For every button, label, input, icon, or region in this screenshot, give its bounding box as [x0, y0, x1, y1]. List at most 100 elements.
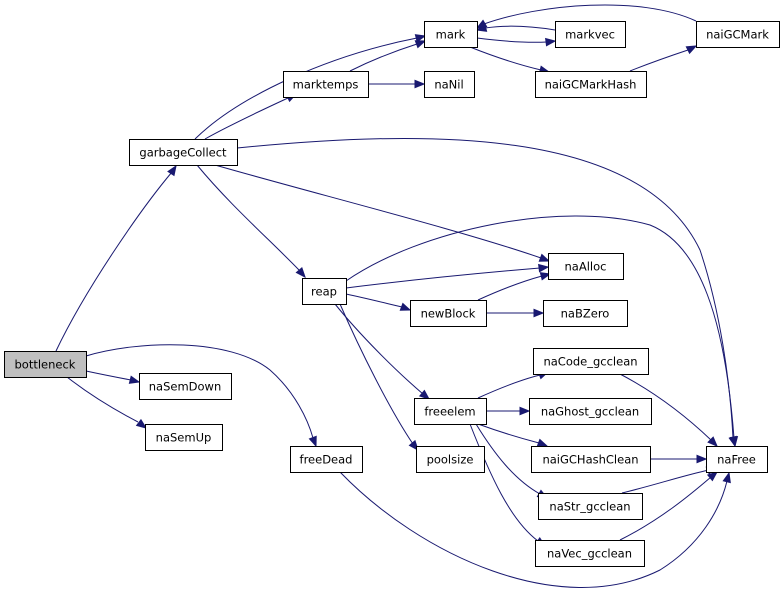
node-box — [145, 424, 223, 451]
edge-line — [196, 164, 300, 271]
edge-arrowhead — [685, 45, 698, 55]
node-box — [414, 398, 487, 425]
node-label: naGhost_gcclean — [541, 405, 639, 419]
node-label: freeDead — [300, 453, 353, 467]
node-bottleneck[interactable]: bottleneck — [4, 351, 87, 378]
node-label: naiGCMarkHash — [545, 78, 637, 92]
node-mark[interactable]: mark — [424, 21, 478, 48]
edge-arrowhead — [414, 79, 426, 89]
edge-arrowhead — [418, 389, 431, 400]
node-naGhost_gcclean[interactable]: naGhost_gcclean — [529, 398, 652, 425]
edge-arrowhead — [399, 302, 412, 311]
node-naSemDown[interactable]: naSemDown — [139, 373, 232, 400]
node-box — [706, 446, 768, 473]
node-label: naiGCHashClean — [542, 453, 638, 467]
edge-arrowhead — [128, 375, 141, 384]
node-box — [139, 373, 232, 400]
edge-arrowhead — [519, 406, 531, 416]
node-box — [543, 300, 628, 327]
node-naNil[interactable]: naNil — [424, 71, 475, 98]
node-label: naBZero — [561, 307, 610, 321]
node-box — [416, 446, 485, 473]
node-poolsize[interactable]: poolsize — [416, 446, 485, 473]
edge-line — [334, 303, 424, 395]
edge-bottleneck-to-freeDead — [85, 344, 317, 448]
node-label: naStr_gcclean — [549, 500, 630, 514]
edge-line — [469, 46, 542, 71]
edge-arrowhead — [475, 19, 488, 29]
edge-line — [85, 344, 314, 439]
edge-line — [477, 374, 541, 399]
edge-marktemps-to-naNil — [368, 79, 426, 89]
node-label: naNil — [434, 78, 463, 92]
edge-line — [621, 469, 710, 494]
node-reap[interactable]: reap — [302, 278, 347, 305]
node-naAlloc[interactable]: naAlloc — [548, 253, 624, 280]
node-box — [535, 540, 645, 567]
node-label: bottleneck — [15, 358, 76, 372]
edge-arrowhead — [696, 454, 708, 464]
edge-reap-to-naAlloc — [345, 263, 550, 289]
node-naiGCHashClean[interactable]: naiGCHashClean — [531, 446, 651, 473]
node-box — [548, 253, 624, 280]
node-freeDead[interactable]: freeDead — [290, 446, 363, 473]
node-naiGCMarkHash[interactable]: naiGCMarkHash — [535, 71, 647, 98]
node-naStr_gcclean[interactable]: naStr_gcclean — [538, 493, 643, 520]
node-label: naiGCMark — [706, 28, 769, 42]
node-newBlock[interactable]: newBlock — [410, 300, 487, 327]
node-label: naCode_gcclean — [543, 355, 637, 369]
node-box — [531, 446, 651, 473]
edge-arrowhead — [707, 436, 718, 447]
edge-reap-to-newBlock — [345, 293, 412, 311]
node-box — [555, 21, 626, 48]
node-box — [424, 21, 478, 48]
edge-arrowhead — [539, 272, 552, 281]
node-label: naVec_gcclean — [547, 547, 632, 561]
node-box — [290, 446, 363, 473]
edge-marktemps-to-mark — [349, 40, 427, 72]
node-markvec[interactable]: markvec — [555, 21, 626, 48]
node-naVec_gcclean[interactable]: naVec_gcclean — [535, 540, 645, 567]
edge-line — [477, 423, 540, 444]
node-naBZero[interactable]: naBZero — [543, 300, 628, 327]
edge-arrowhead — [538, 263, 550, 273]
edge-freeelem-to-naCode_gcclean — [477, 371, 550, 399]
node-label: freeelem — [424, 405, 475, 419]
edge-garbageCollect-to-reap — [196, 164, 306, 279]
edge-line — [345, 293, 403, 308]
node-naCode_gcclean[interactable]: naCode_gcclean — [533, 348, 649, 375]
edge-arrowhead — [722, 471, 731, 484]
edge-line — [339, 303, 414, 445]
node-garbageCollect[interactable]: garbageCollect — [129, 139, 238, 166]
node-marktemps[interactable]: marktemps — [283, 71, 369, 98]
edge-line — [484, 25, 556, 31]
edge-line — [469, 423, 539, 542]
node-box — [535, 71, 647, 98]
node-label: naFree — [717, 453, 756, 467]
edge-line — [345, 267, 541, 289]
nodes-layer: bottleneck garbageCollect naSemDown naSemUp… — [4, 21, 780, 567]
edge-naiGCHashClean-to-naFree — [650, 454, 708, 464]
node-naiGCMark[interactable]: naiGCMark — [696, 21, 780, 48]
edge-naVec_gcclean-to-naFree — [619, 471, 719, 541]
edge-naiGCMark-to-mark — [475, 4, 697, 29]
edge-arrowhead — [538, 253, 551, 262]
edge-freeelem-to-naGhost_gcclean — [485, 406, 531, 416]
node-freeelem[interactable]: freeelem — [414, 398, 487, 425]
edge-naCode_gcclean-to-naFree — [619, 373, 718, 447]
node-box — [424, 71, 475, 98]
edge-freeelem-to-naVec_gcclean — [469, 423, 547, 547]
edge-mark-to-markvec — [476, 37, 557, 47]
node-naSemUp[interactable]: naSemUp — [145, 424, 223, 451]
edge-mark-to-naiGCMarkHash — [469, 46, 551, 74]
edge-arrowhead — [295, 266, 306, 279]
edge-garbageCollect-to-marktemps — [204, 93, 298, 140]
edge-newBlock-to-naBZero — [486, 308, 545, 318]
edge-line — [475, 423, 541, 495]
edge-line — [85, 370, 132, 381]
edge-arrowhead — [729, 436, 739, 448]
node-naFree[interactable]: naFree — [706, 446, 768, 473]
edge-naiGCMarkHash-to-naiGCMark — [629, 45, 698, 72]
node-label: poolsize — [427, 453, 474, 467]
